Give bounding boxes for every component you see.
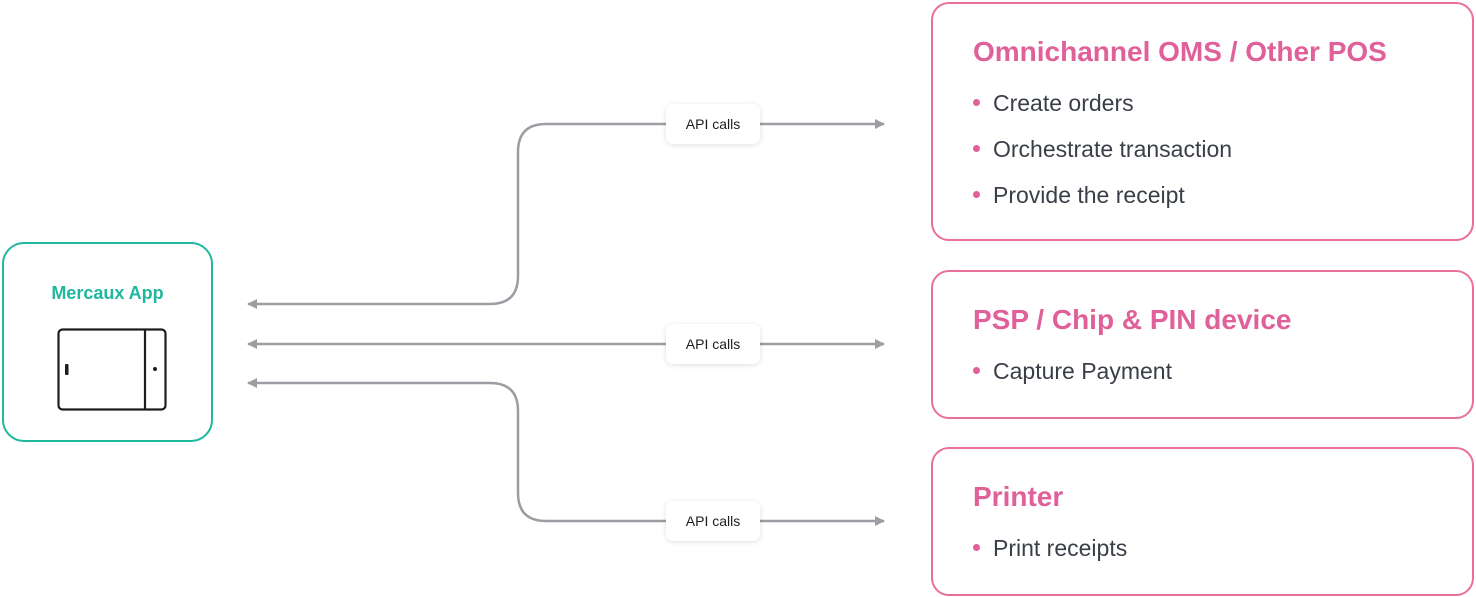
list-item: Orchestrate transaction: [973, 126, 1232, 172]
service-card-printer: Printer Print receipts: [931, 447, 1474, 596]
service-item-list: Print receipts: [973, 525, 1127, 571]
service-title: Printer: [973, 481, 1064, 512]
list-item-text: Print receipts: [993, 535, 1128, 561]
app-title: Mercaux App: [51, 283, 164, 303]
api-calls-label-psp: API calls: [666, 324, 760, 364]
service-title: PSP / Chip & PIN device: [973, 304, 1292, 335]
service-item-list: Create orders Orchestrate transaction Pr…: [973, 80, 1232, 218]
api-calls-text: API calls: [685, 336, 741, 352]
list-item-text: Provide the receipt: [993, 182, 1185, 208]
connector-line-printer: [247, 378, 885, 526]
service-card-oms: Omnichannel OMS / Other POS Create order…: [931, 2, 1474, 241]
list-item: Provide the receipt: [973, 172, 1232, 218]
list-item: Capture Payment: [973, 348, 1172, 394]
bullet-icon: [973, 191, 980, 199]
list-item: Print receipts: [973, 525, 1127, 571]
bullet-icon: [973, 145, 980, 153]
list-item: Create orders: [973, 80, 1232, 126]
service-title: Omnichannel OMS / Other POS: [973, 36, 1387, 67]
list-item-text: Orchestrate transaction: [993, 136, 1233, 162]
connector-line-oms: [247, 119, 885, 309]
api-calls-label-oms: API calls: [666, 104, 760, 144]
service-card-psp: PSP / Chip & PIN device Capture Payment: [931, 270, 1474, 419]
tablet-icon: [57, 328, 167, 411]
api-calls-text: API calls: [685, 116, 741, 132]
bullet-icon: [973, 99, 980, 107]
api-calls-text: API calls: [685, 513, 741, 529]
bullet-icon: [973, 367, 980, 375]
service-item-list: Capture Payment: [973, 348, 1172, 394]
list-item-text: Capture Payment: [993, 358, 1172, 384]
api-calls-label-printer: API calls: [666, 501, 760, 541]
bullet-icon: [973, 544, 980, 552]
list-item-text: Create orders: [993, 90, 1134, 116]
mercaux-app-card: Mercaux App: [2, 242, 213, 442]
